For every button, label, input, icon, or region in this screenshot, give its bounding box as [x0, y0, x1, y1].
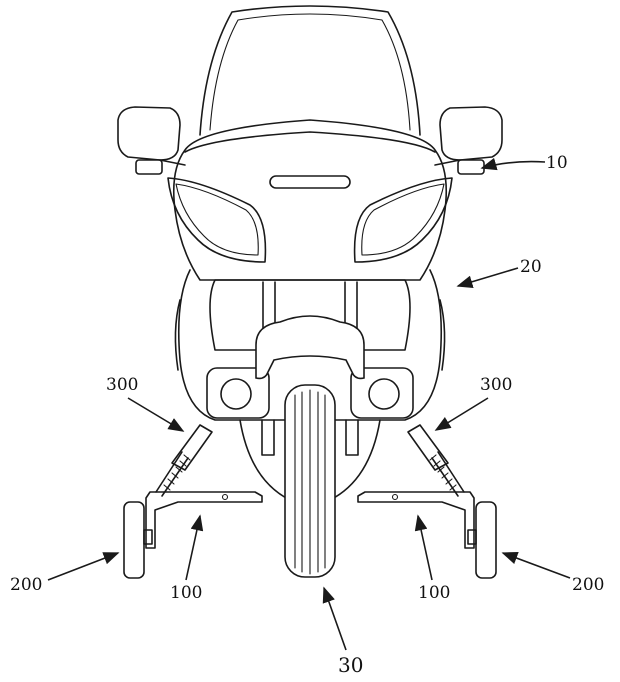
label-30: 30: [338, 653, 363, 677]
front-fender: [255, 315, 365, 380]
label-200-right: 200: [572, 575, 604, 595]
label-100-right: 100: [418, 583, 450, 603]
label-300-left: 300: [106, 375, 138, 395]
label-100-left: 100: [170, 583, 202, 603]
label-300-right: 300: [480, 375, 512, 395]
windshield: [199, 5, 421, 136]
front-wheel: [284, 384, 336, 578]
reference-numerals: 10 20 300 300 200 200 100 100 30: [10, 153, 604, 677]
right-aux-assembly: [357, 424, 497, 579]
fairing: [167, 119, 453, 281]
cowl: [174, 269, 446, 501]
leader-lines: [47, 157, 571, 651]
label-10: 10: [546, 153, 568, 173]
label-20: 20: [520, 257, 542, 277]
label-200-left: 200: [10, 575, 42, 595]
left-mirror: [117, 106, 186, 175]
right-mirror: [434, 106, 503, 175]
left-aux-assembly: [123, 424, 263, 579]
